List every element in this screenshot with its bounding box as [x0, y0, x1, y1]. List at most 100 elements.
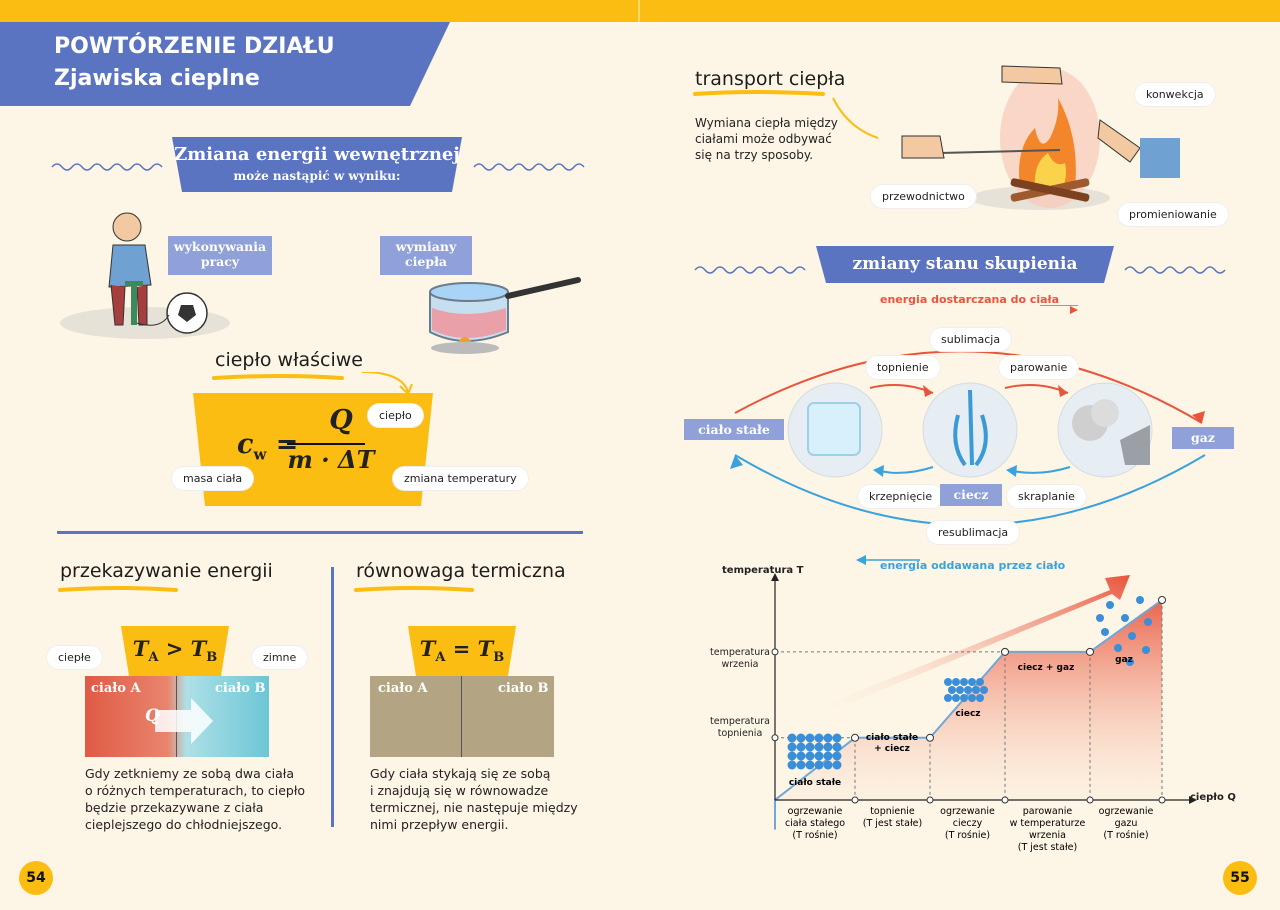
liquid-particle — [972, 686, 980, 694]
page-number-left: 54 — [19, 861, 53, 895]
solid-particle — [832, 760, 842, 770]
internal-energy-banner: Zmiana energii wewnętrznej może nastąpić… — [172, 137, 462, 192]
states-banner: zmiany stanu skupienia — [816, 246, 1114, 283]
liquid-particle — [960, 694, 968, 702]
y-tick-boiling: temperatura wrzenia — [710, 647, 770, 670]
solid-particle — [814, 733, 824, 743]
solid-particle — [823, 751, 833, 761]
region-label: ciało stałe — [789, 778, 841, 788]
region-label: ciało stałe+ ciecz — [866, 733, 918, 754]
curve-point — [851, 733, 859, 742]
man-pumping-ball-illustration — [60, 212, 230, 339]
x-tick-marker — [851, 796, 859, 804]
work-tag-label: wykonywania pracy — [173, 239, 267, 269]
label-convection: konwekcja — [1135, 83, 1215, 106]
solid-particle — [796, 751, 806, 761]
heat-q-label: Q — [145, 706, 160, 726]
pot-on-stove-illustration — [429, 277, 581, 354]
liquid-particle — [964, 686, 972, 694]
column-divider — [331, 567, 334, 827]
gas-particle — [1096, 614, 1104, 622]
campfire-illustration — [901, 65, 1180, 210]
segment-x-label: topnienie(T jest stałe) — [863, 806, 922, 829]
equilibrium-formula: TA = TB — [419, 636, 505, 666]
transfer-bodies: ciało A ciało B Q — [85, 676, 269, 757]
transfer-formula-box: TA > TB — [121, 626, 229, 676]
liquid-particle — [976, 694, 984, 702]
equilibrium-heading: równowaga termiczna — [356, 560, 566, 582]
equilibrium-bodies: ciało A ciało B — [370, 676, 554, 757]
heat-transport-heading: transport ciepła — [695, 68, 846, 90]
liquid-particle — [952, 678, 960, 686]
label-radiation: promieniowanie — [1118, 203, 1228, 226]
states-banner-title: zmiany stanu skupienia — [852, 254, 1078, 274]
body-a-label: ciało A — [91, 681, 141, 696]
state-gas-tag: gaz — [1172, 427, 1234, 449]
internal-energy-subtitle: może nastąpić w wyniku: — [233, 169, 401, 183]
label-deposition: resublimacja — [927, 521, 1020, 544]
label-temperature-change: zmiana temperatury — [393, 467, 528, 490]
section-divider — [57, 531, 583, 534]
liquid-particle — [952, 694, 960, 702]
gas-particle — [1126, 658, 1134, 666]
formula-cw: cw = — [237, 429, 299, 464]
solid-particle — [832, 733, 842, 743]
label-freezing: krzepnięcie — [858, 485, 944, 508]
label-evaporation: parowanie — [999, 356, 1079, 379]
solid-particle — [787, 742, 797, 752]
heading-underline — [354, 586, 474, 592]
liquid-particle — [956, 686, 964, 694]
curve-area — [775, 600, 1162, 830]
formula-denominator: m · ΔT — [287, 445, 375, 474]
gas-particle — [1128, 632, 1136, 640]
liquid-particle — [948, 686, 956, 694]
solid-particle — [823, 760, 833, 770]
body-b-label: ciało B — [215, 681, 266, 696]
body-a-label: ciało A — [378, 681, 428, 696]
solid-particle — [805, 742, 815, 752]
x-tick-marker — [1086, 796, 1094, 804]
label-mass: masa ciała — [172, 467, 254, 490]
x-tick-marker — [1158, 796, 1166, 804]
liquid-particle — [976, 678, 984, 686]
chart-xlabel: ciepło Q — [1190, 792, 1236, 803]
y-tick-melting: temperatura topnienia — [710, 716, 770, 739]
gas-particle — [1142, 646, 1150, 654]
label-heat: ciepło — [368, 404, 423, 427]
fraction-bar — [287, 443, 365, 445]
chart-ylabel: temperatura T — [722, 565, 804, 576]
body-b-label: ciało B — [498, 681, 549, 696]
state-liquid-tag: ciecz — [940, 484, 1002, 506]
solid-particle — [805, 760, 815, 770]
heading-underline — [58, 586, 178, 592]
region-label: ciecz + gaz — [1018, 663, 1075, 673]
solid-particle — [823, 742, 833, 752]
liquid-particle — [960, 678, 968, 686]
gas-particle — [1136, 596, 1144, 604]
solid-particle — [787, 760, 797, 770]
solid-particle — [823, 733, 833, 743]
x-tick-marker — [1001, 796, 1009, 804]
heat-exchange-tag-label: wymiany ciepła — [395, 239, 457, 269]
page-gutter — [638, 0, 640, 22]
y-tick-marker — [771, 648, 779, 656]
label-conduction: przewodnictwo — [871, 185, 976, 208]
solid-particle — [796, 742, 806, 752]
top-yellow-bar — [0, 0, 1280, 22]
solid-particle — [787, 751, 797, 761]
equilibrium-formula-box: TA = TB — [408, 626, 516, 676]
solid-particle — [796, 760, 806, 770]
label-warm: ciepłe — [47, 646, 102, 669]
liquid-particle — [968, 678, 976, 686]
region-label: gaz — [1115, 655, 1133, 665]
x-tick-marker — [926, 796, 934, 804]
curve-point — [1158, 596, 1166, 604]
gas-particle — [1121, 614, 1129, 622]
region-label: ciecz — [955, 709, 980, 719]
gas-particle — [1144, 618, 1152, 626]
